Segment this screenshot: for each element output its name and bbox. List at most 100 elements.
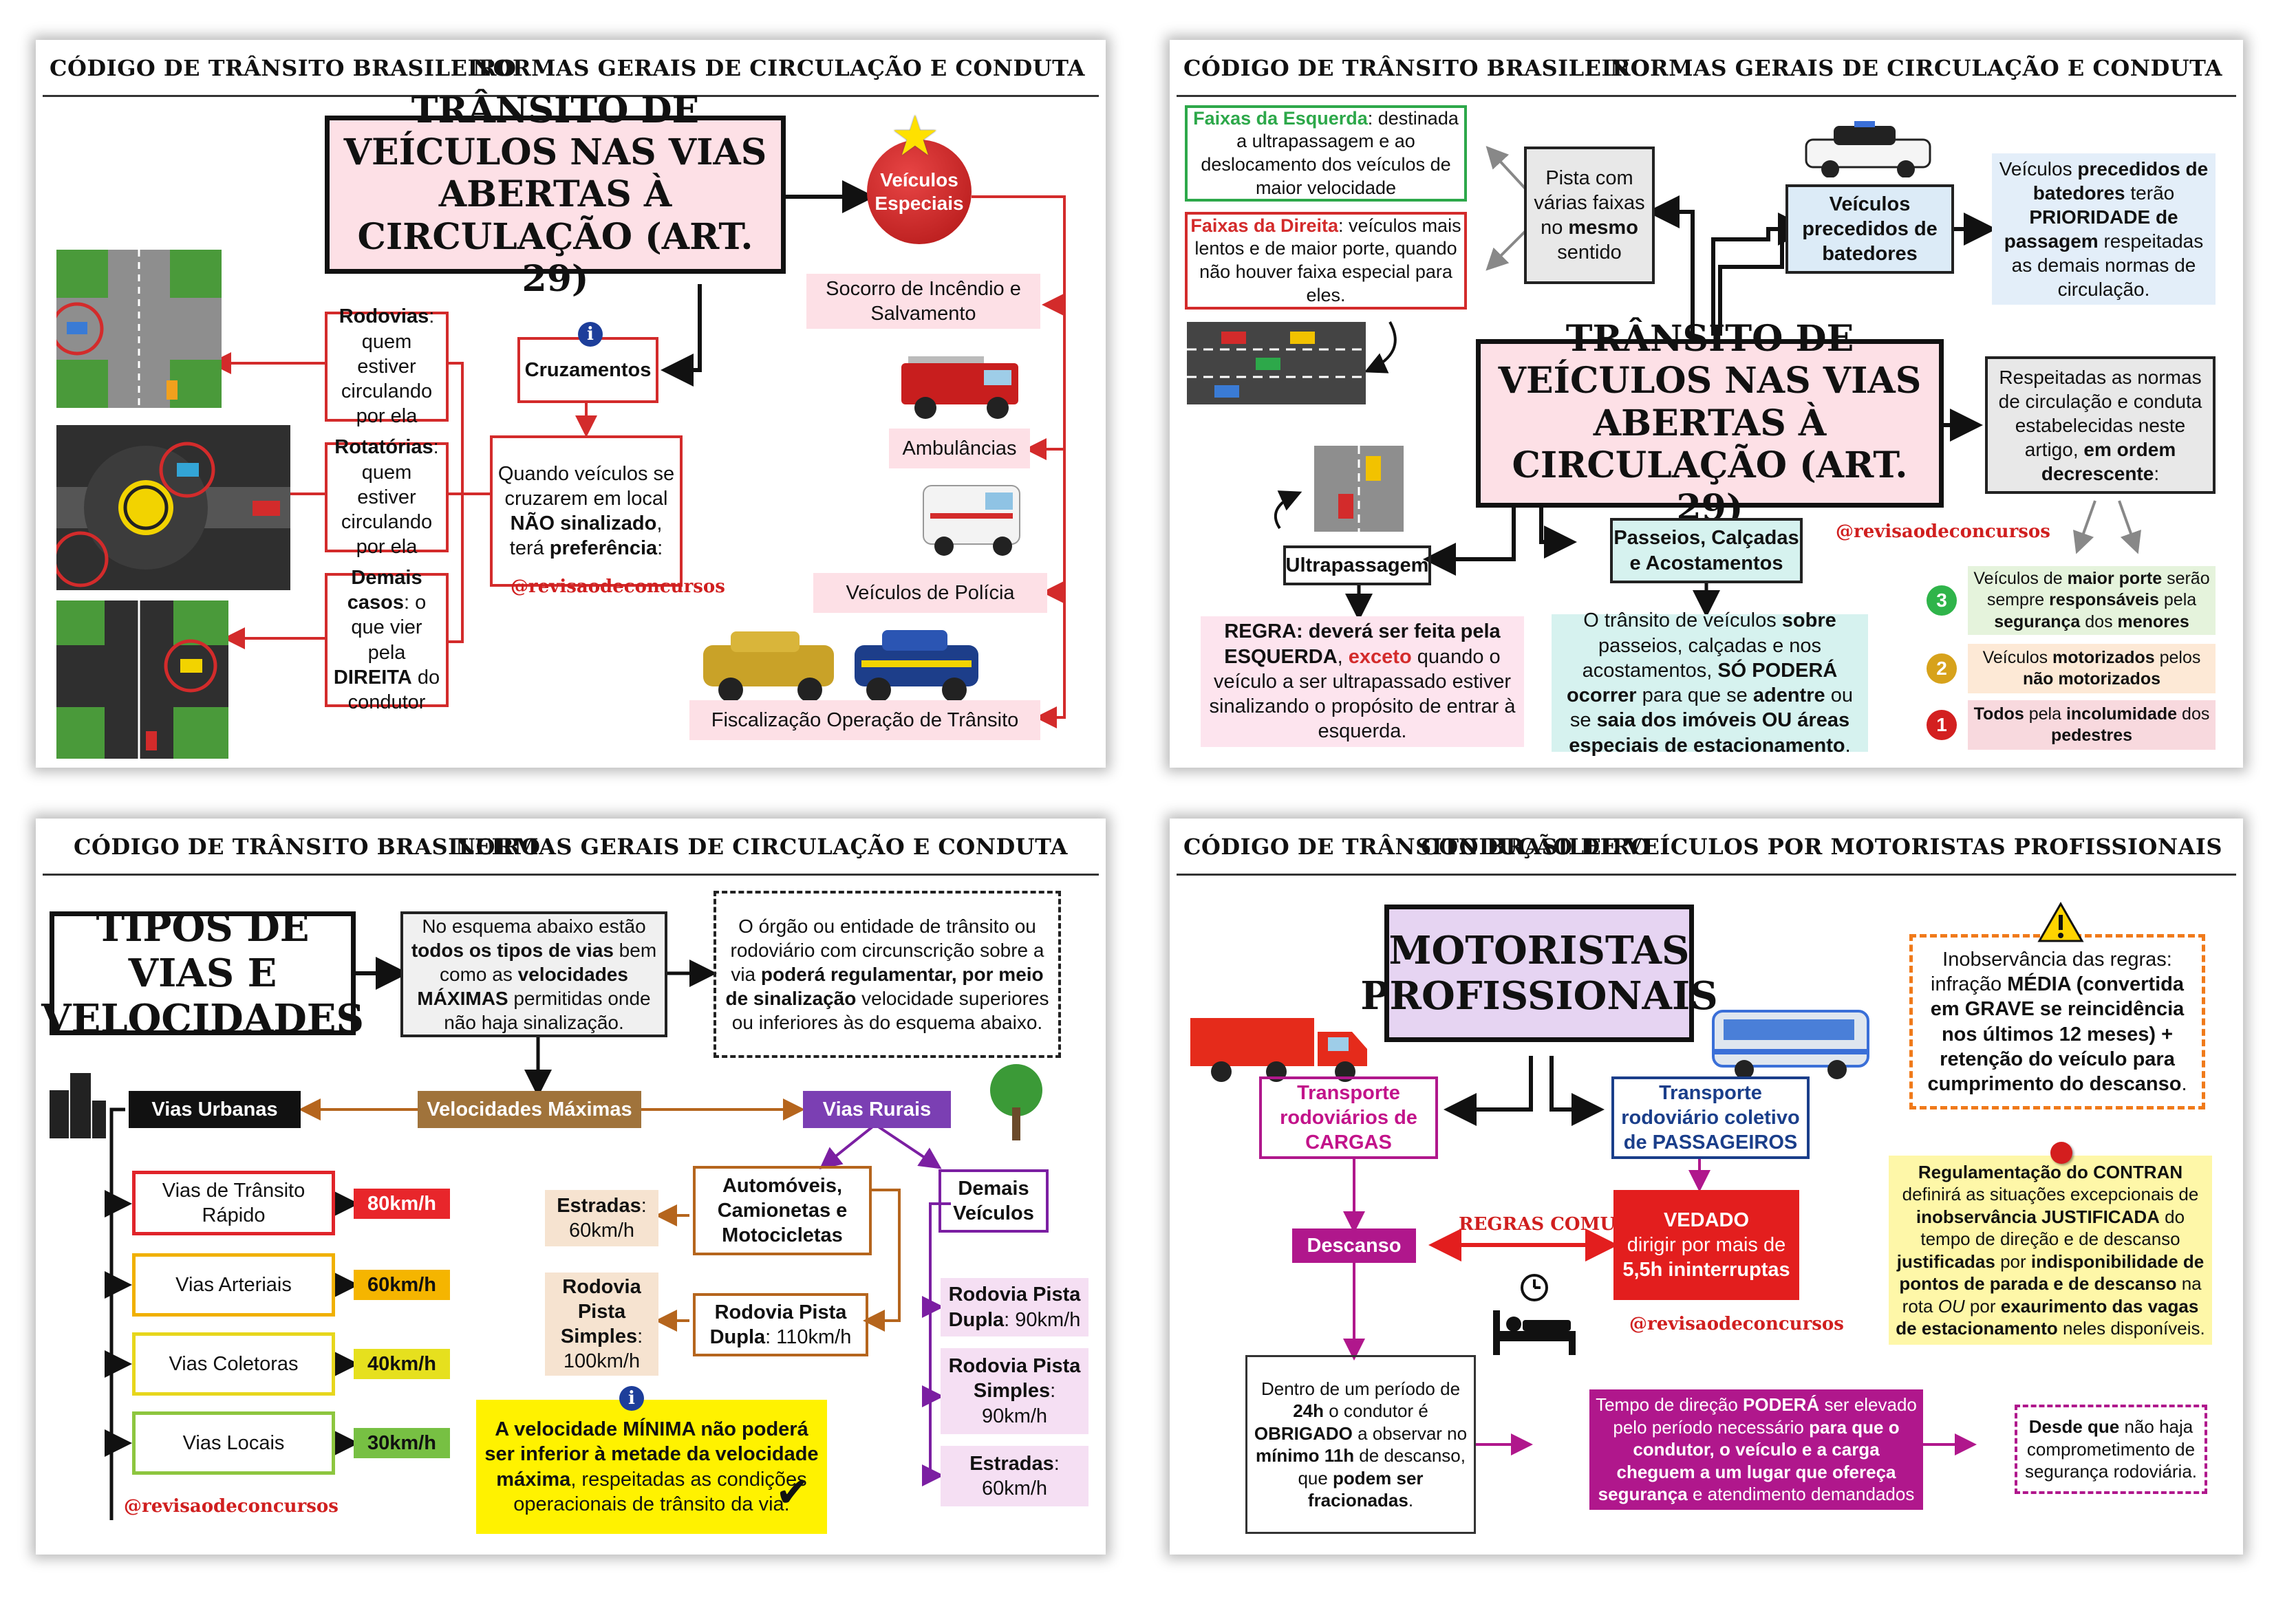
vias-rurais-label: Vias Rurais [822,1098,932,1120]
dentro-box: Dentro de um período de 24h o condutor é… [1245,1355,1476,1534]
dentro-text: Dentro de um período de 24h o condutor é… [1254,1378,1468,1511]
regra-text: REGRA: deverá ser feita pela ESQUERDA, e… [1209,620,1516,743]
ultrapassagem-box: Ultrapassagem [1283,545,1431,585]
main-title: TRÂNSITO DE VEÍCULOS NAS VIAS ABERTAS À … [1476,318,1944,529]
panel-tipos-vias: CÓDIGO DE TRÂNSITO BRASILEIRO NORMAS GER… [36,819,1106,1555]
descanso-label: Descanso [1307,1234,1402,1257]
tree-icon [989,1063,1044,1145]
speed-40: 40km/h [354,1349,450,1379]
ordem-text-2: Veículos motorizados pelos não motorizad… [1968,644,2216,693]
header-left: CÓDIGO DE TRÂNSITO BRASILEIRO [74,834,541,860]
main-title: TRÂNSITO DE VEÍCULOS NAS VIAS ABERTAS À … [325,89,786,300]
batedores-box: Veículos precedidos de batedores [1785,184,1954,274]
via-arteriais: Vias Arteriais [132,1253,335,1317]
velocidades-maximas-label: Velocidades Máximas [427,1098,632,1120]
ordem-item-1: 1 Todos pela incolumidade dos pedestres [1927,700,2216,750]
connector-lines [105,957,951,1520]
demais-text: Demais casos: o que vier pela DIREITA do… [333,566,440,713]
rodovia-dupla-a-text: Rodovia Pista Dupla: 110km/h [709,1301,852,1348]
header-divider [43,874,1099,876]
policia-label: Veículos de Polícia [813,573,1047,613]
demais-box: Demais casos: o que vier pela DIREITA do… [325,567,449,713]
pista-box: Pista com várias faixas no mesmo sentido [1524,147,1655,284]
cruzamentos-label: Cruzamentos [524,358,652,381]
estradas-a-box: Estradas: 60km/h [545,1190,658,1246]
esquema-box: No esquema abaixo estão todos os tipos d… [400,911,667,1037]
warning-icon [2037,901,2085,947]
header-divider [43,95,1099,97]
passeios-text-box: O trânsito de veículos sobre passeios, c… [1552,609,1868,757]
rotatorias-text: Rotatórias: quem estiver circulando por … [334,436,439,559]
rodovias-box: Rodovias: quem estiver circulando por el… [325,305,449,427]
passeios-label: Passeios, Calçadas e Acostamentos [1613,527,1799,574]
header-right: NORMAS GERAIS DE CIRCULAÇÃO E CONDUTA [472,55,1085,81]
header-left: CÓDIGO DE TRÂNSITO BRASILEIRO [1183,834,1651,860]
faixa-esquerda-box: Faixas da Esquerda: destinada a ultrapas… [1185,105,1467,202]
faixa-direita-box: Faixas da Direita: veículos mais lentos … [1185,212,1467,310]
passeios-box: Passeios, Calçadas e Acostamentos [1610,518,1803,583]
cargas-label: Transporte rodoviários de CARGAS [1280,1081,1417,1154]
watermark: @revisaodeconcursos [124,1496,339,1517]
header-divider [1177,95,2236,97]
estradas-a-text: Estradas: 60km/h [557,1194,647,1242]
ambulance-icon [916,472,1027,565]
number-2-icon: 2 [1927,653,1957,684]
panel-motoristas: CÓDIGO DE TRÂNSITO BRASILEIRO CONDUÇÃO D… [1170,819,2243,1555]
minima-text: A velocidade MÍNIMA não poderá ser infer… [484,1418,819,1515]
via-transito-rapido: Vias de Trânsito Rápido [132,1171,335,1235]
estradas-b-box: Estradas: 60km/h [941,1446,1088,1506]
vedado-box: VEDADO dirigir por mais de 5,5h ininterr… [1613,1190,1799,1300]
header-right: NORMAS GERAIS DE CIRCULAÇÃO E CONDUTA [1609,55,2222,81]
rotatorias-box: Rotatórias: quem estiver circulando por … [325,436,449,558]
regulamentacao-box: Regulamentação do CONTRAN definirá as si… [1889,1156,2212,1345]
descanso-badge: Descanso [1292,1228,1416,1263]
rodovia-simples-a-text: Rodovia Pista Simples: 100km/h [560,1275,643,1373]
header-right: NORMAS GERAIS DE CIRCULAÇÃO E CONDUTA [455,834,1068,860]
demais-veiculos-box: Demais Veículos [938,1169,1049,1233]
desde-text: Desde que não haja comprometimento de se… [2024,1416,2198,1482]
tempo-text: Tempo de direção PODERÁ ser elevado pelo… [1596,1394,1917,1505]
via-name: Vias de Trânsito Rápido [162,1179,305,1226]
passageiros-box: Transporte rodoviário coletivo de PASSAG… [1611,1076,1810,1159]
vedado-title: VEDADO [1663,1209,1750,1231]
buildings-icon [46,1070,108,1142]
header-divider [1177,874,2236,876]
ordem-text-3: Veículos de maior porte serão sempre res… [1968,566,2216,635]
checkmark-icon: ✔ [775,1469,811,1515]
via-name: Vias Coletoras [169,1352,299,1375]
rodovia-simples-b-box: Rodovia Pista Simples: 90km/h [941,1348,1088,1434]
rodovia-dupla-b-box: Rodovia Pista Dupla: 90km/h [941,1278,1088,1336]
speed-30: 30km/h [354,1428,450,1458]
pin-icon [2050,1142,2072,1164]
overtaking-illustration [1314,446,1404,535]
rodovias-text: Rodovias: quem estiver circulando por el… [339,305,435,428]
police-cars-icon [696,618,985,711]
panel-transito-2: CÓDIGO DE TRÂNSITO BRASILEIRO NORMAS GER… [1170,40,2243,768]
preferencia-box: Quando veículos se cruzarem em local NÃO… [490,435,683,587]
speed-80: 80km/h [354,1189,450,1219]
rodovia-dupla-b-text: Rodovia Pista Dupla: 90km/h [948,1284,1081,1331]
tempo-box: Tempo de direção PODERÁ ser elevado pelo… [1589,1389,1923,1510]
faixa-esquerda-text: Faixas da Esquerda: destinada a ultrapas… [1193,107,1459,198]
speed-label: 40km/h [367,1352,436,1375]
via-name: Vias Locais [182,1431,285,1454]
rodovia-simples-b-text: Rodovia Pista Simples: 90km/h [948,1355,1081,1427]
faixa-direita-text: Faixas da Direita: veículos mais lentos … [1190,215,1461,305]
right-priority-illustration [56,600,228,762]
passeios-text: O trânsito de veículos sobre passeios, c… [1567,609,1853,757]
ultrapassagem-label: Ultrapassagem [1285,554,1429,576]
desde-box: Desde que não haja comprometimento de se… [2015,1405,2207,1494]
watermark: @revisaodeconcursos [511,576,725,597]
especiais-label: Veículos Especiais [875,169,964,214]
ordem-text-1: Todos pela incolumidade dos pedestres [1968,700,2216,750]
batedores-label: Veículos precedidos de batedores [1802,193,1938,266]
intersection-illustration [50,250,222,411]
regra-box: REGRA: deverá ser feita pela ESQUERDA, e… [1201,616,1524,747]
fiscalizacao-label: Fiscalização Operação de Trânsito [689,700,1040,740]
speed-60: 60km/h [354,1270,450,1300]
prioridade-box: Veículos precedidos de batedores terão P… [1992,153,2216,305]
automoveis-box: Automóveis, Camionetas e Motocicletas [693,1166,872,1255]
header-left: CÓDIGO DE TRÂNSITO BRASILEIRO [50,55,517,81]
panel-transito-1: CÓDIGO DE TRÂNSITO BRASILEIRO NORMAS GER… [36,40,1106,768]
minima-box: A velocidade MÍNIMA não poderá ser infer… [476,1400,827,1534]
